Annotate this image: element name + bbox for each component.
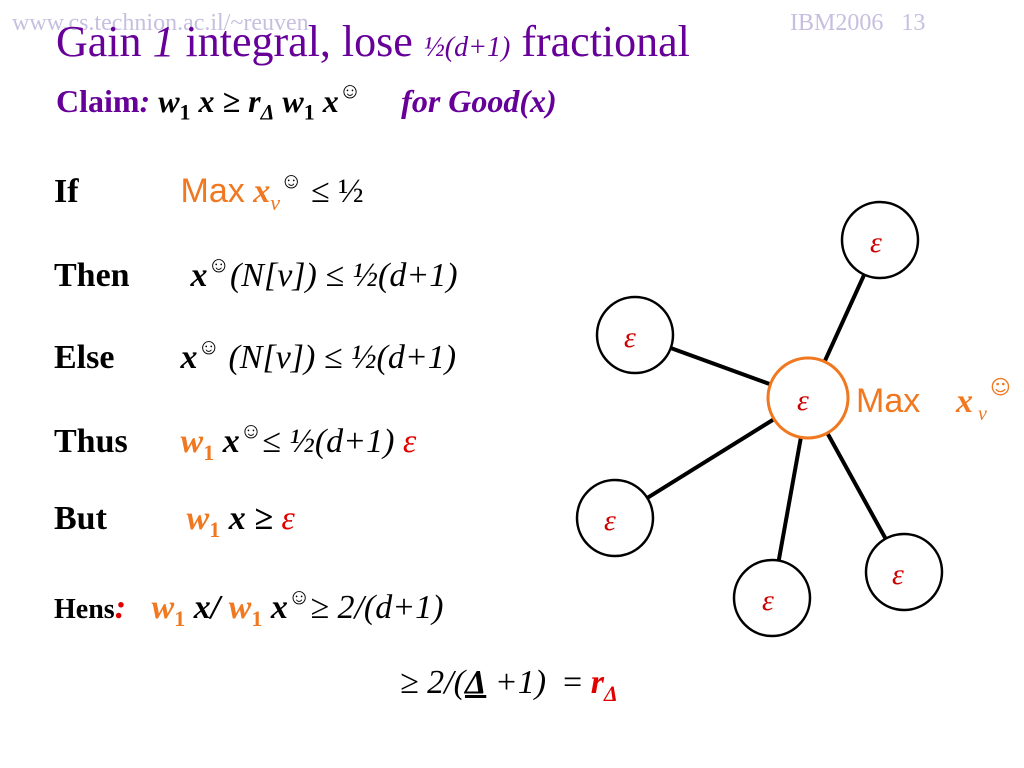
row-hens-w2: w: [228, 589, 252, 626]
graph-nodes: [575, 200, 944, 638]
row-hens-keyword: Hens: [54, 594, 115, 625]
epsilon-label: ε: [604, 504, 616, 537]
row-thus-keyword: Thus: [54, 423, 128, 460]
row-then-expr: (N[v]) ≤ ½(d+1): [229, 257, 458, 294]
smiley-icon: ☺: [280, 168, 303, 193]
row-thus-expr: ≤ ½(d+1): [262, 423, 395, 460]
claim-r-sub: Δ: [260, 99, 275, 125]
row-hens-w: w: [151, 589, 175, 626]
row-but-x: x ≥: [228, 500, 273, 537]
row-if-x: x: [253, 173, 271, 210]
node-bottom-right: [864, 532, 944, 612]
title-gain: Gain: [56, 17, 142, 66]
graph-epsilon-labels: ε ε ε ε ε ε: [604, 226, 904, 617]
title-fractional: fractional: [521, 17, 690, 66]
epsilon-label: ε: [624, 321, 636, 354]
row-else: Else x☺ (N[v]) ≤ ½(d+1): [54, 334, 456, 377]
claim-w2: w: [282, 83, 304, 119]
claim-w-sub: 1: [179, 99, 191, 125]
title-fraction: ½(d+1): [423, 32, 511, 63]
row-hens-w-sub: 1: [174, 605, 186, 631]
center-max-text: Max: [856, 382, 920, 420]
smiley-icon: ☺: [990, 375, 1011, 399]
claim-w: w: [158, 83, 180, 119]
epsilon-label: ε: [870, 226, 882, 259]
node-bottom: [732, 558, 812, 638]
smiley-icon: ☺: [239, 418, 263, 443]
claim-w2-sub: 1: [303, 99, 315, 125]
row-else-x: x: [180, 339, 198, 376]
smiley-icon: ☺: [207, 252, 230, 277]
row-if: If Max xv☺ ≤ ½: [54, 168, 364, 216]
row-hens: Hens: w1 x/ w1 x☺≥ 2/(d+1): [54, 584, 444, 632]
row-else-expr: (N[v]) ≤ ½(d+1): [228, 339, 457, 376]
smiley-icon: ☺: [197, 334, 220, 359]
row-final-pre: ≥ 2/(: [400, 664, 465, 701]
row-final-mid: +1): [494, 664, 547, 701]
claim-condition: for Good(x): [401, 83, 557, 119]
epsilon-label: ε: [762, 584, 774, 617]
row-then-x: x: [190, 257, 208, 294]
header-url: www.cs.technion.ac.il/~reuven: [12, 10, 309, 36]
row-else-keyword: Else: [54, 339, 115, 376]
epsilon-label: ε: [892, 558, 904, 591]
row-hens-expr: ≥ 2/(d+1): [310, 589, 444, 626]
row-final-eq: =: [563, 664, 583, 701]
claim-x2: x: [322, 83, 339, 119]
row-hens-colon: :: [114, 589, 127, 626]
center-max-v: v: [978, 403, 987, 425]
row-but-w-sub: 1: [209, 516, 221, 542]
row-but: But w1 x ≥ ε: [54, 500, 295, 543]
row-final-r-sub: Δ: [603, 680, 618, 706]
center-max-label: Max x v ☺: [856, 375, 1011, 425]
row-if-v: v: [270, 189, 280, 215]
row-but-w: w: [186, 500, 210, 537]
title-integral: integral, lose: [185, 17, 413, 66]
smiley-icon: ☺: [287, 584, 311, 609]
row-thus-epsilon: ε: [402, 423, 417, 460]
epsilon-label: ε: [797, 384, 809, 417]
claim-label: Claim: [56, 83, 140, 119]
row-hens-w2-sub: 1: [251, 605, 263, 631]
header-page-info: IBM2006 13: [790, 10, 925, 37]
row-final-r: r: [590, 664, 604, 701]
row-hens-x: x/: [193, 589, 221, 626]
slide-title: Gain 1 integral, lose ½(d+1) fractional: [56, 16, 690, 67]
node-left: [595, 295, 675, 375]
row-then: Then x☺(N[v]) ≤ ½(d+1): [54, 252, 458, 295]
row-thus: Thus w1 x☺≤ ½(d+1) ε: [54, 418, 416, 466]
row-thus-w-sub: 1: [203, 439, 215, 465]
node-lower-left: [575, 478, 655, 558]
center-max-x: x: [955, 383, 973, 420]
row-if-max: Max: [180, 172, 245, 210]
row-if-relation: ≤ ½: [310, 173, 364, 210]
row-if-keyword: If: [54, 173, 79, 210]
row-thus-x: x: [222, 423, 240, 460]
row-thus-w: w: [180, 423, 204, 460]
conference-label: IBM2006: [790, 10, 884, 36]
claim-x: x ≥: [198, 83, 241, 119]
claim-line: Claim: w1 x ≥ rΔ w1 x☺ for Good(x): [56, 78, 557, 125]
row-final-delta: Δ: [464, 664, 487, 701]
smiley-icon: ☺: [338, 78, 362, 103]
claim-r: r: [248, 83, 261, 119]
row-but-keyword: But: [54, 500, 107, 537]
node-top-right: [840, 200, 920, 280]
node-center: [766, 356, 850, 440]
page-number: 13: [901, 10, 926, 36]
title-one: 1: [152, 17, 175, 66]
row-then-keyword: Then: [54, 257, 130, 294]
row-hens-x2: x: [270, 589, 288, 626]
row-but-epsilon: ε: [281, 500, 295, 537]
row-final: ≥ 2/(Δ +1) = rΔ: [400, 664, 618, 707]
claim-colon: :: [139, 83, 151, 119]
